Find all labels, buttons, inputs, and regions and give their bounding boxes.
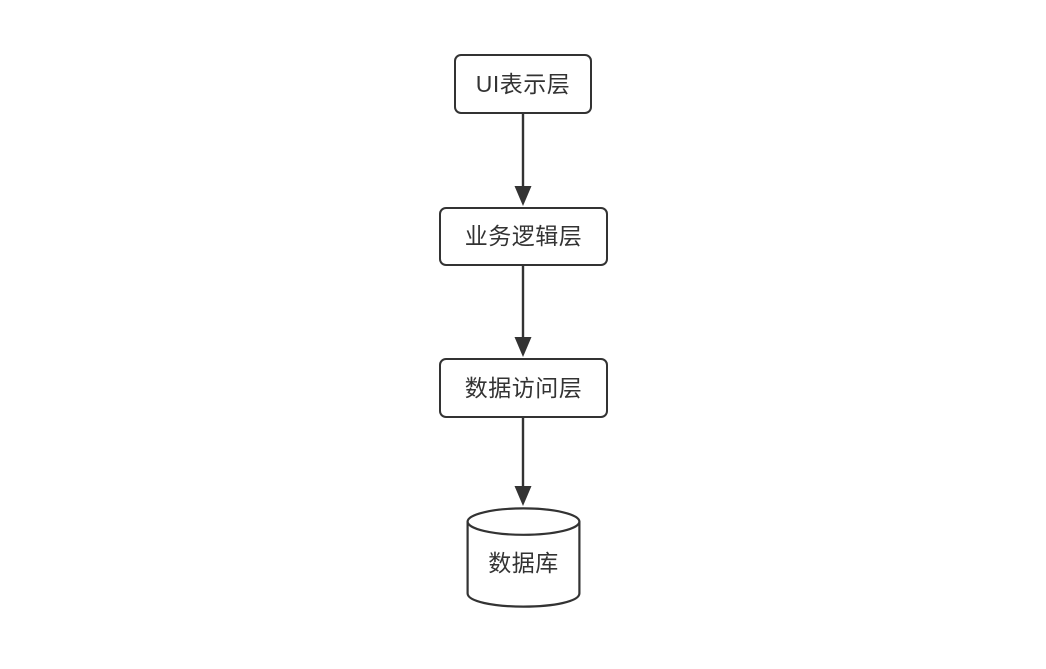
node-ui-presentation-layer[interactable]: UI表示层 bbox=[454, 54, 592, 114]
node-business-logic-layer[interactable]: 业务逻辑层 bbox=[439, 207, 608, 266]
node-database[interactable]: 数据库 bbox=[466, 507, 581, 608]
database-cylinder-icon bbox=[466, 507, 581, 608]
node-ui-presentation-layer-label: UI表示层 bbox=[475, 70, 571, 97]
node-data-access-layer-label: 数据访问层 bbox=[464, 374, 583, 401]
node-data-access-layer[interactable]: 数据访问层 bbox=[439, 358, 608, 418]
node-database-label: 数据库 bbox=[488, 550, 559, 576]
node-business-logic-layer-label: 业务逻辑层 bbox=[464, 223, 583, 249]
